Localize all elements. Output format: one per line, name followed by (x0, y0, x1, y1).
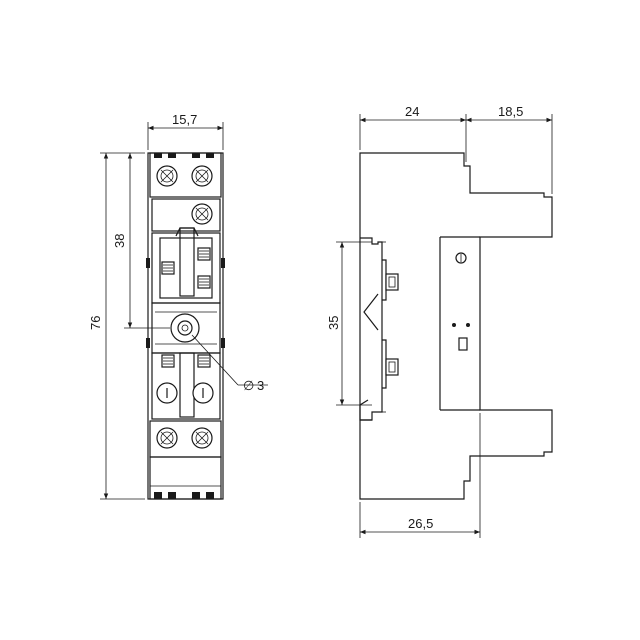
top-clip-teeth (154, 153, 214, 158)
side-dimensions: 24 18,5 35 26,5 (326, 104, 553, 538)
front-view (146, 152, 225, 500)
side-view (359, 152, 553, 500)
dim-hole-diameter-symbol: ∅ (243, 378, 254, 393)
screw-terminal-top-right (191, 165, 213, 187)
dim-side-right-width: 18,5 (498, 104, 523, 119)
dim-side-left-width: 24 (405, 104, 419, 119)
dim-side-rail-height: 35 (326, 316, 341, 330)
dim-front-width: 15,7 (172, 112, 197, 127)
screw-terminal-bottom-left (156, 427, 178, 449)
dim-front-height-total: 76 (88, 316, 103, 330)
screw-terminal-middle (191, 203, 213, 225)
dim-hole-diameter: 3 (257, 378, 264, 393)
coil-pin-left (156, 382, 178, 404)
contact-slots-lower (161, 354, 211, 368)
screw-terminal-bottom-right (191, 427, 213, 449)
coil-pin-right (192, 382, 214, 404)
dim-front-height-upper: 38 (112, 234, 127, 248)
contact-slots-upper (161, 247, 211, 289)
bottom-clip-teeth (154, 492, 214, 499)
screw-terminal-top-left (156, 165, 178, 187)
dim-side-base-width: 26,5 (408, 516, 433, 531)
front-dimensions: 15,7 76 38 ∅ 3 (88, 112, 268, 500)
